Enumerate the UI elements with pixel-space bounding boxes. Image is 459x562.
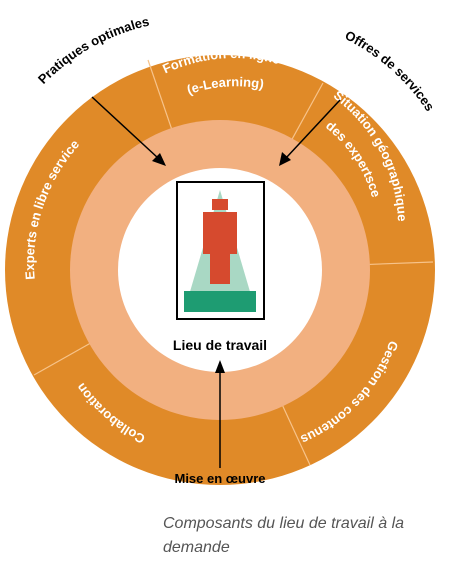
outer-label-mise: Mise en œuvre bbox=[174, 471, 265, 486]
center-label: Lieu de travail bbox=[173, 337, 267, 353]
arrow-pratiques bbox=[91, 96, 159, 159]
workplace-diagram: Formation en ligne (e-Learning) Situatio… bbox=[5, 14, 438, 486]
arrow-offres bbox=[285, 99, 341, 159]
arrow-offres-head bbox=[279, 152, 291, 166]
arrow-mise-head bbox=[215, 360, 225, 373]
arrow-pratiques-head bbox=[152, 153, 166, 166]
workplace-icon bbox=[176, 181, 265, 320]
person-icon bbox=[203, 199, 237, 284]
outer-label-offres: Offres de services bbox=[343, 27, 438, 113]
arrows bbox=[91, 96, 341, 468]
figure-caption: Composants du lieu de travail à la deman… bbox=[163, 515, 405, 556]
